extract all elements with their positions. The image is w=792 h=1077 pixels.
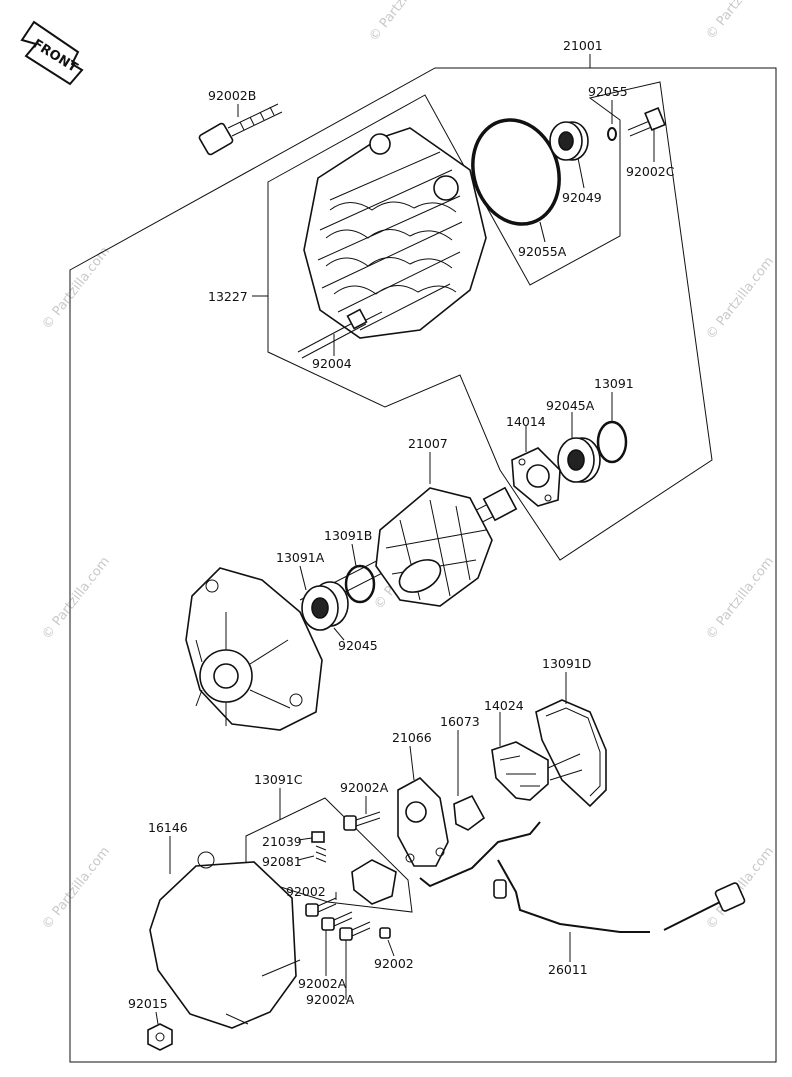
label-92055a: 92055A xyxy=(518,244,567,259)
watermark-3: © Partzilla.com xyxy=(703,0,777,42)
label-21007: 21007 xyxy=(408,436,448,451)
o-ring-92055 xyxy=(607,127,617,141)
label-13091c: 13091C xyxy=(254,772,303,787)
label-13091: 13091 xyxy=(594,376,634,391)
label-92081: 92081 xyxy=(262,854,302,869)
nut-92015 xyxy=(147,1023,173,1051)
label-92002-left: 92002 xyxy=(286,884,326,899)
leader-92081 xyxy=(297,855,315,861)
leader-92045 xyxy=(333,627,345,641)
label-92045a: 92045A xyxy=(546,398,595,413)
watermark-6: © Partzilla.com xyxy=(703,554,777,642)
brush-21039 xyxy=(311,831,325,843)
label-92002-right: 92002 xyxy=(374,956,414,971)
watermark-4: © Partzilla.com xyxy=(703,254,777,342)
label-26011: 26011 xyxy=(548,962,588,977)
watermark-2: © Partzilla.com xyxy=(366,0,440,44)
bearing-92049 xyxy=(549,121,589,161)
front-housing xyxy=(185,567,323,731)
label-92045: 92045 xyxy=(338,638,378,653)
ring-13091 xyxy=(596,420,628,464)
bearing-92045 xyxy=(301,581,349,631)
leader-21039 xyxy=(297,837,313,841)
ring-13091b xyxy=(344,564,376,604)
spring-92081 xyxy=(315,845,327,863)
bearing-plate-14014 xyxy=(511,447,561,507)
label-92055: 92055 xyxy=(588,84,628,99)
label-92002a-top: 92002A xyxy=(340,780,389,795)
bearing-92045a xyxy=(557,437,601,483)
label-14024: 14024 xyxy=(484,698,524,713)
group-outline-13227 xyxy=(267,81,713,561)
assembly-outline-21001 xyxy=(69,67,777,1063)
label-13091d: 13091D xyxy=(542,656,591,671)
regulator-21066 xyxy=(397,777,449,867)
label-21039: 21039 xyxy=(262,834,302,849)
label-16146: 16146 xyxy=(148,820,188,835)
o-ring-92055a xyxy=(471,118,561,226)
leader-92049 xyxy=(577,157,585,189)
rear-cover-16146 xyxy=(149,851,301,1029)
bolt-92002c xyxy=(627,106,666,137)
label-92002a-b: 92002A xyxy=(306,992,355,1007)
label-92004: 92004 xyxy=(312,356,352,371)
front-arrow-icon: FRONT xyxy=(20,20,84,86)
leader-92015 xyxy=(155,1011,159,1025)
rotor-21007 xyxy=(299,486,518,613)
wire-harness-26011 xyxy=(419,821,746,933)
gasket-13091d xyxy=(535,699,607,808)
label-92049: 92049 xyxy=(562,190,602,205)
brush-16073 xyxy=(453,794,486,831)
label-92002a-a: 92002A xyxy=(298,976,347,991)
label-21001: 21001 xyxy=(563,38,603,53)
watermark-1: © Partzilla.com xyxy=(39,244,113,332)
watermark-5: © Partzilla.com xyxy=(39,554,113,642)
label-13091a: 13091A xyxy=(276,550,325,565)
label-16073: 16073 xyxy=(440,714,480,729)
bolt-92002b xyxy=(198,103,283,156)
screw-92002a-top xyxy=(343,811,381,831)
leader-92002-right xyxy=(387,939,395,957)
label-21066: 21066 xyxy=(392,730,432,745)
leader-13091b xyxy=(351,543,357,567)
brush-holder-14024 xyxy=(491,741,583,801)
terminal-block xyxy=(351,859,397,905)
leader-92055a xyxy=(539,221,546,243)
label-13227: 13227 xyxy=(208,289,248,304)
leader-13091a xyxy=(299,565,307,591)
label-14014: 14014 xyxy=(506,414,546,429)
label-92002b: 92002B xyxy=(208,88,256,103)
label-92002c: 92002C xyxy=(626,164,675,179)
label-13091b: 13091B xyxy=(324,528,372,543)
watermark-7: © Partzilla.com xyxy=(39,844,113,932)
leader-21066 xyxy=(409,745,415,781)
rear-housing-13227 xyxy=(303,127,487,339)
screws-92002 xyxy=(305,897,391,941)
label-92015: 92015 xyxy=(128,996,168,1011)
